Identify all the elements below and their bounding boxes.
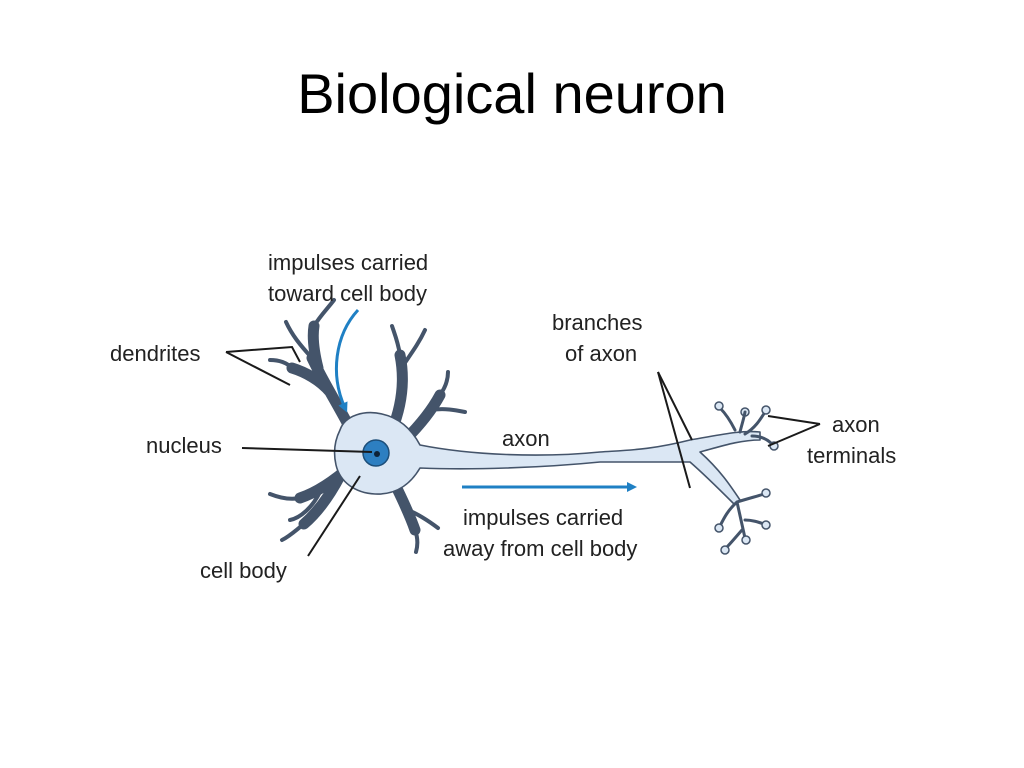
arrow-toward-cell-body <box>334 308 360 413</box>
label-axon: axon <box>502 426 550 451</box>
label-impulses-away-1: impulses carried <box>463 505 623 530</box>
leader-lines <box>225 345 821 557</box>
cell-body-shape <box>333 411 761 505</box>
label-branches-1: branches <box>552 310 643 335</box>
label-branches-2: of axon <box>565 341 637 366</box>
label-cell-body: cell body <box>200 558 287 583</box>
label-impulses-toward-1: impulses carried <box>268 250 428 275</box>
label-nucleus: nucleus <box>146 433 222 458</box>
label-terminals-1: axon <box>832 412 880 437</box>
label-impulses-toward-2: toward cell body <box>268 281 427 306</box>
axon-terminals-upper <box>714 401 779 451</box>
slide-title: Biological neuron <box>297 62 727 125</box>
label-terminals-2: terminals <box>807 443 896 468</box>
axon-terminals-lower <box>714 488 771 555</box>
label-impulses-away-2: away from cell body <box>443 536 637 561</box>
label-dendrites: dendrites <box>110 341 201 366</box>
